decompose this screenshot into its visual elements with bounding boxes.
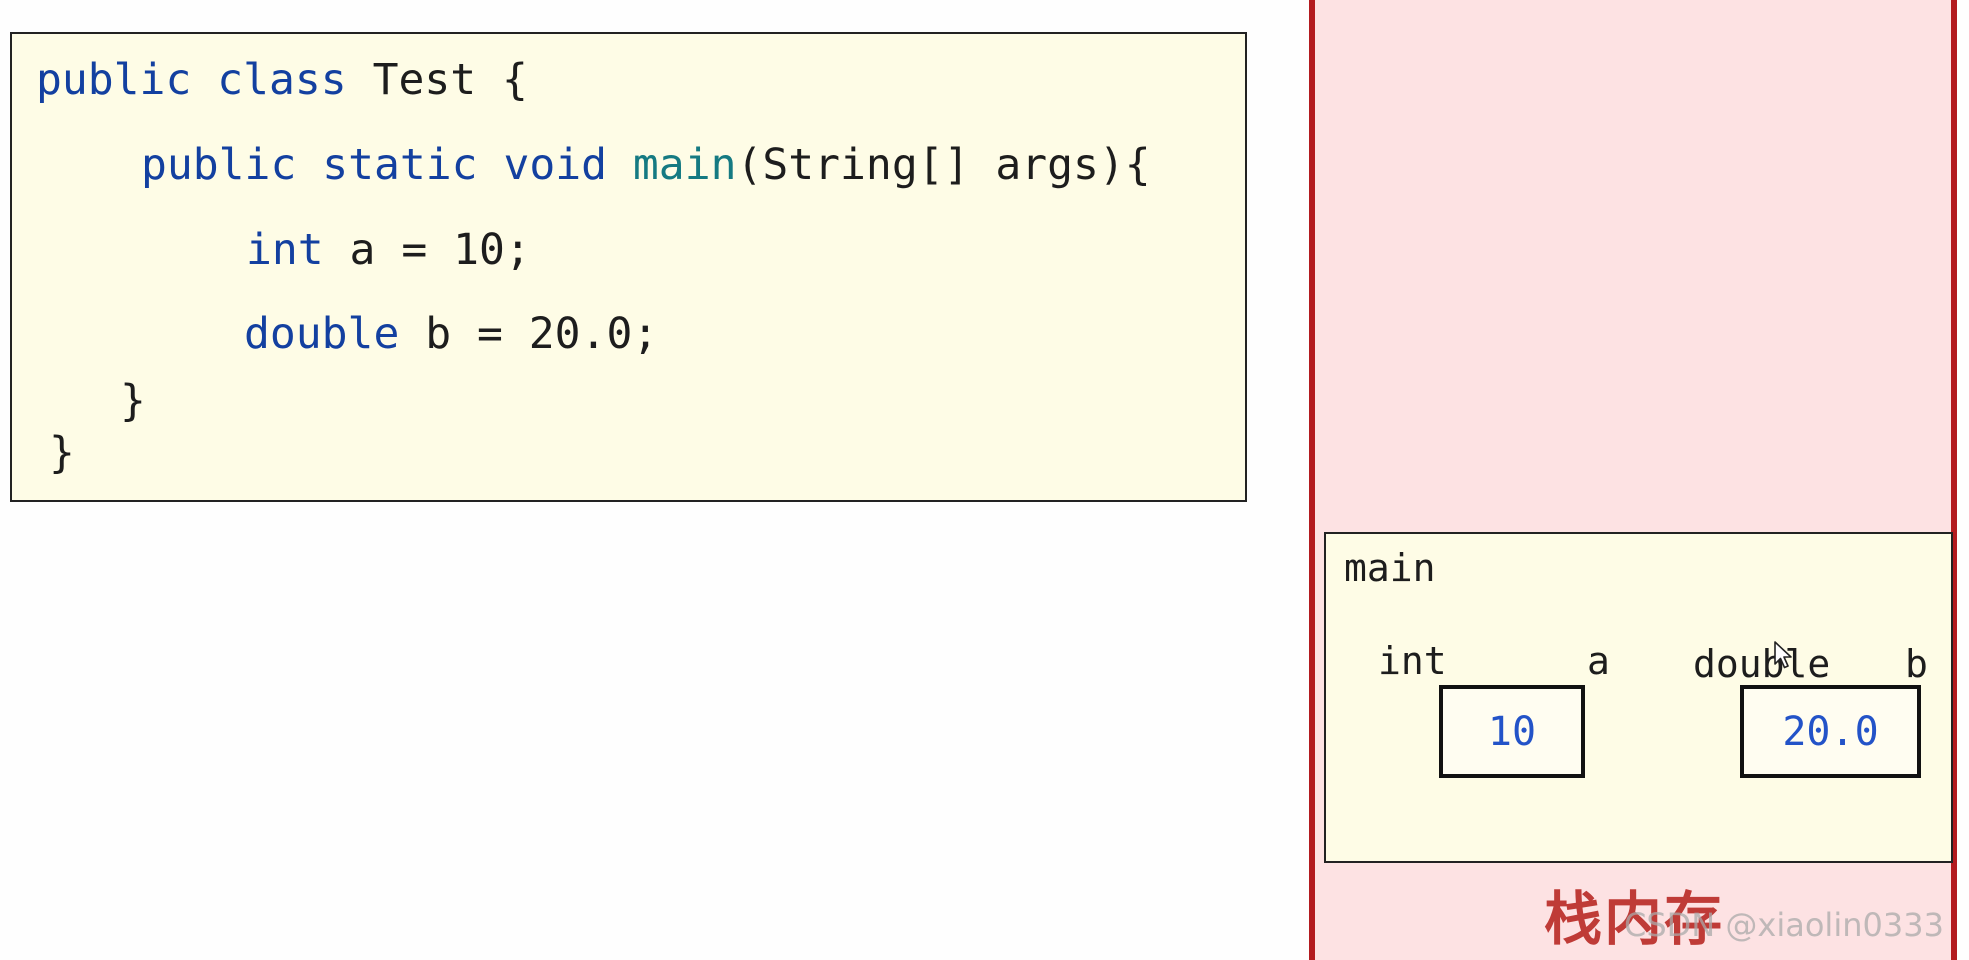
method-name-main: main <box>632 140 737 190</box>
int-assignment-text: a = 10; <box>323 225 531 275</box>
keyword-public: public <box>36 55 192 105</box>
main-signature-text: (String[] args){ <box>736 140 1151 190</box>
mouse-pointer-icon <box>1774 641 1792 669</box>
code-line-method-close-brace: } <box>120 376 146 426</box>
stack-frame-title: main <box>1344 546 1436 590</box>
variable-a-value-box: 10 <box>1439 685 1585 778</box>
csdn-watermark: CSDN @xiaolin0333 <box>1624 906 1944 944</box>
code-line-main-declaration: public static void main(String[] args){ <box>141 140 1151 190</box>
keyword-public: public <box>141 140 297 190</box>
code-line-double-declaration: double b = 20.0; <box>244 309 658 359</box>
keyword-double: double <box>244 309 400 359</box>
variable-a-type: int <box>1378 639 1447 683</box>
variable-b-value-box: 20.0 <box>1740 685 1921 778</box>
keyword-void: void <box>503 140 608 190</box>
code-line-class-close-brace: } <box>49 428 75 478</box>
keyword-class: class <box>217 55 347 105</box>
code-line-class-declaration: public class Test { <box>36 55 528 105</box>
variable-a-name: a <box>1587 639 1610 683</box>
class-name-text: Test { <box>346 55 528 105</box>
variable-b-type: double <box>1693 642 1831 686</box>
variable-b-name: b <box>1905 642 1928 686</box>
keyword-int: int <box>246 225 324 275</box>
double-assignment-text: b = 20.0; <box>399 309 659 359</box>
code-line-int-declaration: int a = 10; <box>246 225 531 275</box>
stack-memory-label: 栈内存 <box>1544 885 1725 953</box>
code-panel <box>10 32 1247 502</box>
keyword-static: static <box>322 140 478 190</box>
